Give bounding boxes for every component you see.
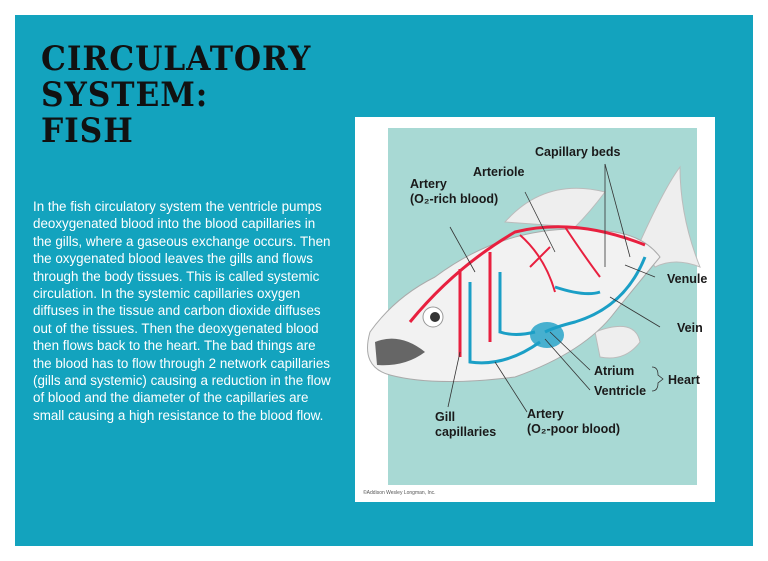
fish-illustration bbox=[367, 163, 701, 413]
arterioles bbox=[519, 226, 601, 293]
title-line: SYSTEM: bbox=[41, 75, 209, 115]
label-line: capillaries bbox=[435, 425, 497, 439]
label-atrium: Atrium bbox=[594, 364, 635, 378]
label-arteriole: Arteriole bbox=[473, 165, 525, 179]
label-line: (O₂-poor blood) bbox=[527, 422, 621, 436]
title-line: CIRCULATORY bbox=[41, 39, 312, 79]
leader-lines bbox=[447, 163, 664, 413]
label-vein: Vein bbox=[677, 321, 703, 335]
heart bbox=[530, 322, 564, 348]
fish-mouth bbox=[375, 338, 425, 366]
image-credit: ©Addison Wesley Longman, Inc. bbox=[363, 490, 436, 496]
pectoral-fin bbox=[594, 325, 641, 359]
label-capillary-beds: Capillary beds bbox=[535, 145, 621, 159]
title-line: FISH bbox=[41, 111, 134, 151]
label-gill-capillaries: Gill capillaries bbox=[435, 410, 496, 440]
label-artery-poor: Artery (O₂-poor blood) bbox=[527, 407, 620, 437]
slide-title: CIRCULATORY SYSTEM: FISH bbox=[41, 41, 311, 149]
label-ventricle: Ventricle bbox=[594, 384, 647, 398]
label-line: Artery bbox=[410, 177, 447, 191]
artery-o2-rich bbox=[408, 225, 646, 323]
label-line: Gill bbox=[435, 410, 456, 424]
fish-pupil bbox=[430, 312, 440, 322]
fish-body bbox=[367, 228, 661, 383]
label-line: Artery bbox=[527, 407, 564, 421]
tail-fin bbox=[639, 165, 701, 268]
dorsal-fin bbox=[503, 187, 606, 228]
label-venule: Venule bbox=[667, 272, 708, 286]
body-text: In the fish circulatory system the ventr… bbox=[33, 199, 331, 423]
gill-arteries bbox=[458, 252, 492, 357]
label-artery-rich: Artery (O₂-rich blood) bbox=[410, 177, 498, 207]
label-heart: Heart bbox=[668, 373, 700, 387]
fish-circulation-diagram: Capillary beds Arteriole Artery (O₂-rich… bbox=[355, 117, 715, 502]
slide: CIRCULATORY SYSTEM: FISH In the fish cir… bbox=[15, 15, 753, 546]
label-line: (O₂-rich blood) bbox=[410, 192, 499, 206]
